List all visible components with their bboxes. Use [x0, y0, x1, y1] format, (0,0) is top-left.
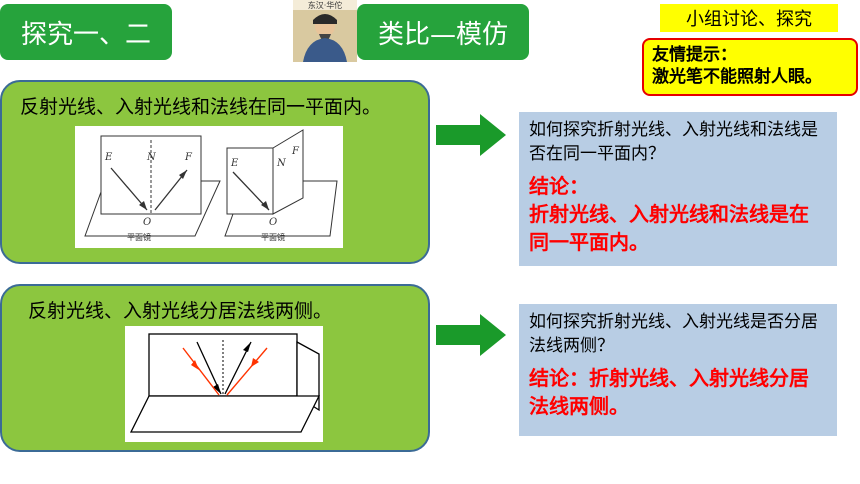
tip-body: 激光笔不能照射人眼。: [652, 67, 822, 87]
reflection-sides-text: 反射光线、入射光线分居法线两侧。: [28, 300, 333, 322]
reflection-plane-text: 反射光线、入射光线和法线在同一平面内。: [20, 96, 382, 118]
arrow-right-icon: [436, 114, 506, 156]
refraction-sides-box: 如何探究折射光线、入射光线是否分居法线两侧？ 结论：折射光线、入射光线分居法线两…: [519, 304, 837, 436]
portrait-figure-icon: [293, 10, 357, 62]
reflection-sides-diagram: [129, 333, 321, 433]
label-n-right: N: [276, 158, 287, 169]
section-tab-explore: 探究一、二: [0, 4, 172, 60]
refraction-plane-conclusion-title: 结论：: [529, 174, 589, 198]
section-tab-analogy: 类比—模仿: [357, 4, 529, 60]
refraction-plane-question: 如何探究折射光线、入射光线和法线是否在同一平面内？: [529, 120, 818, 164]
label-f: F: [184, 152, 193, 163]
refraction-plane-box: 如何探究折射光线、入射光线和法线是否在同一平面内？ 结论： 折射光线、入射光线和…: [519, 112, 837, 266]
portrait-image: 东汉·华佗: [293, 0, 357, 62]
reflection-plane-diagram: E N F O 平面镜 E N F O 平面镜: [84, 129, 338, 242]
section-tab-explore-label: 探究一、二: [20, 19, 151, 50]
label-n: N: [146, 152, 157, 163]
label-o: O: [143, 217, 151, 228]
refraction-sides-question: 如何探究折射光线、入射光线是否分居法线两侧？: [529, 312, 818, 356]
refraction-sides-conclusion: 结论：折射光线、入射光线分居法线两侧。: [529, 366, 809, 418]
label-e: E: [104, 152, 113, 163]
label-o-right: O: [269, 217, 277, 228]
label-f-right: F: [291, 146, 300, 157]
refraction-plane-conclusion-body: 折射光线、入射光线和法线是在同一平面内。: [529, 202, 809, 254]
label-e-right: E: [230, 158, 239, 169]
portrait-caption: 东汉·华佗: [293, 0, 357, 12]
tip-box: 友情提示： 激光笔不能照射人眼。: [642, 38, 858, 96]
tip-title: 友情提示：: [652, 45, 737, 65]
mirror-label-right: 平面镜: [261, 232, 285, 242]
section-tab-analogy-label: 类比—模仿: [377, 19, 508, 50]
discussion-tag: 小组讨论、探究: [660, 4, 838, 32]
arrow-right-icon-2: [436, 314, 506, 356]
discussion-tag-label: 小组讨论、探究: [686, 9, 812, 30]
mirror-label-left: 平面镜: [127, 232, 151, 242]
reflection-sides-figure: [125, 326, 323, 442]
reflection-plane-figure: E N F O 平面镜 E N F O 平面镜: [75, 126, 343, 248]
